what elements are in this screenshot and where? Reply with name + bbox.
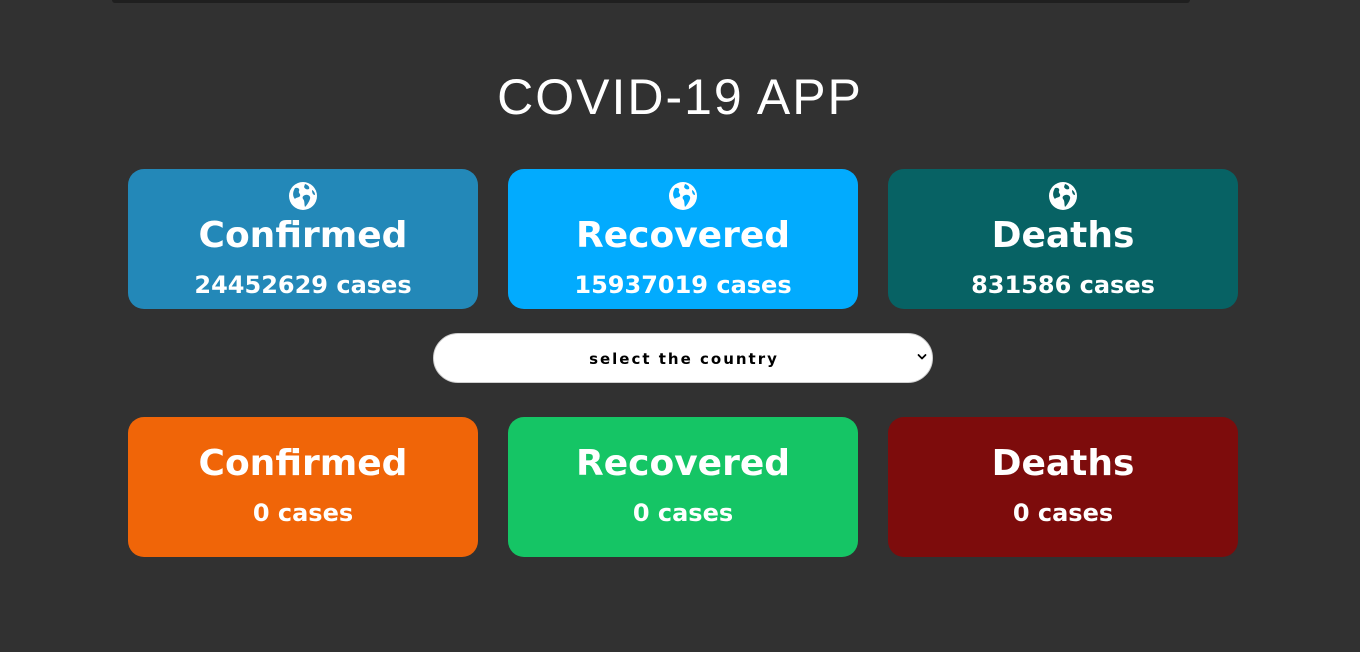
- confirmed-label: Confirmed: [198, 443, 408, 484]
- deaths-label: Deaths: [991, 443, 1135, 484]
- page-title: COVID-19 APP: [497, 69, 863, 125]
- country-select-value: select the country: [589, 350, 779, 368]
- globe-icon: [1049, 182, 1077, 210]
- recovered-count: 0 cases: [632, 499, 734, 527]
- deaths-count: 831586 cases: [971, 271, 1155, 299]
- confirmed-count: 24452629 cases: [194, 271, 412, 299]
- country-confirmed-card: Confirmed 0 cases: [128, 417, 478, 557]
- chevron-down-icon: [917, 354, 927, 360]
- global-recovered-card: Recovered 15937019 cases: [508, 169, 858, 309]
- globe-icon: [289, 182, 317, 210]
- deaths-count: 0 cases: [1012, 499, 1114, 527]
- global-deaths-card: Deaths 831586 cases: [888, 169, 1238, 309]
- confirmed-label: Confirmed: [198, 215, 408, 256]
- deaths-label: Deaths: [991, 215, 1135, 256]
- recovered-label: Recovered: [575, 215, 791, 256]
- globe-icon: [669, 182, 697, 210]
- recovered-count: 15937019 cases: [574, 271, 792, 299]
- browser-top-bar: [112, 0, 1190, 3]
- country-recovered-card: Recovered 0 cases: [508, 417, 858, 557]
- recovered-label: Recovered: [575, 443, 791, 484]
- global-confirmed-card: Confirmed 24452629 cases: [128, 169, 478, 309]
- country-deaths-card: Deaths 0 cases: [888, 417, 1238, 557]
- confirmed-count: 0 cases: [252, 499, 354, 527]
- country-select[interactable]: select the country: [433, 333, 933, 383]
